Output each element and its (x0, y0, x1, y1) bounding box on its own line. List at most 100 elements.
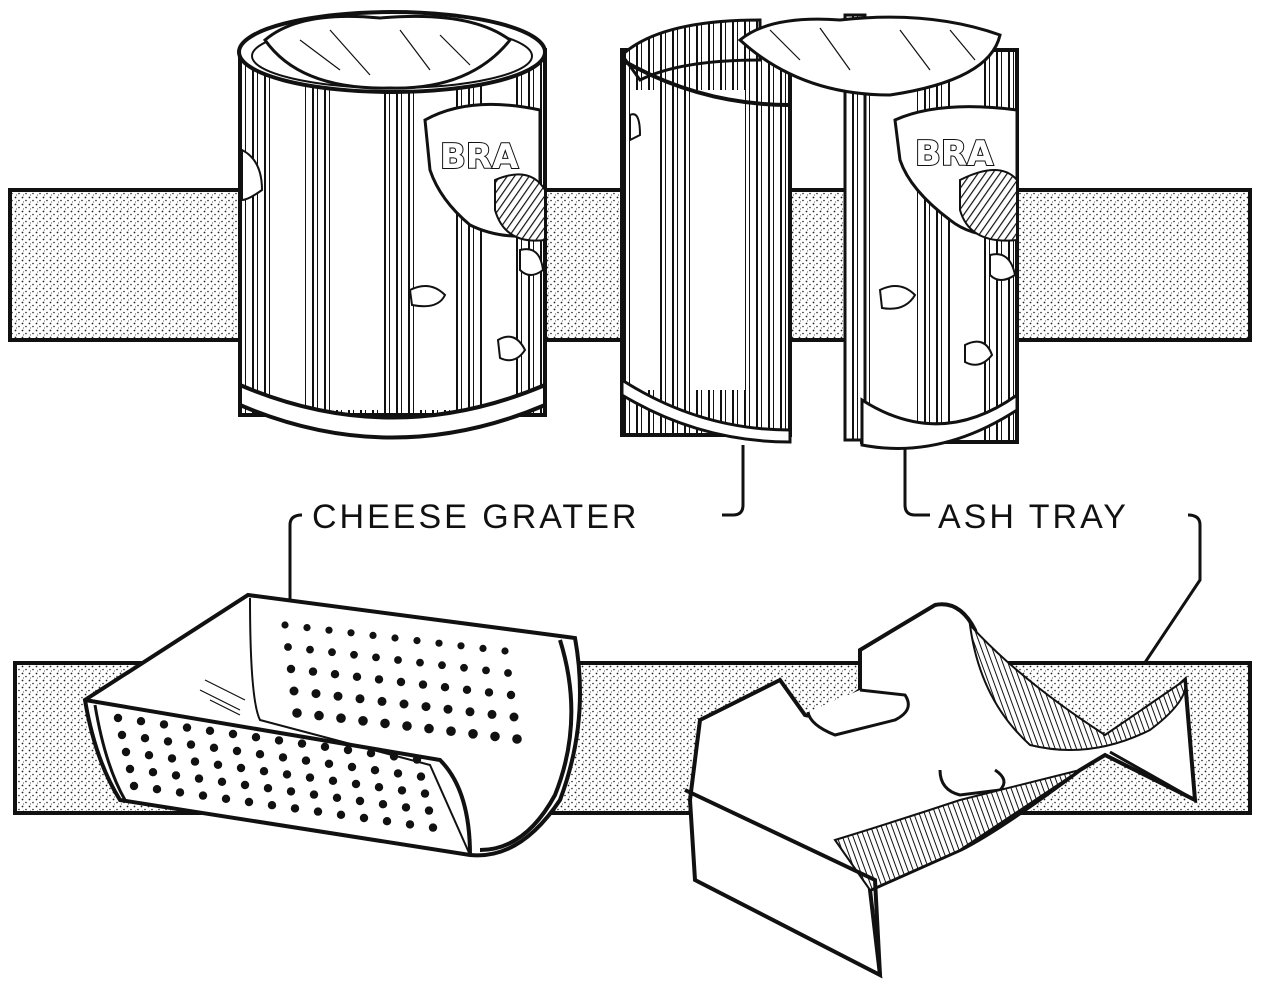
grater-hole (468, 729, 478, 739)
grater-hole (336, 713, 346, 723)
grater-hole (186, 740, 196, 749)
grater-hole (311, 689, 321, 699)
grater-hole (487, 709, 497, 719)
grater-hole (399, 699, 409, 709)
cut-can-right-half: BRA (737, 13, 1019, 450)
grater-hole (121, 747, 131, 757)
grater-hole (446, 726, 456, 736)
grater-hole (396, 677, 406, 687)
grater-hole (343, 745, 353, 755)
grater-hole (290, 804, 300, 813)
grater-hole (159, 720, 169, 729)
can-label-text-2: BRA (915, 134, 994, 174)
grater-hole (278, 753, 288, 762)
grater-hole (320, 742, 330, 751)
grater-hole (413, 637, 421, 645)
grater-hole (308, 667, 318, 676)
grater-hole (412, 755, 422, 764)
grater-hole (140, 734, 150, 743)
grater-hole (389, 752, 399, 761)
grater-hole (336, 810, 346, 819)
grater-hole (418, 680, 428, 689)
grater-hole (479, 644, 487, 653)
grater-hole (292, 708, 302, 718)
cheese-grater-label: CHEESE GRATER (312, 498, 639, 536)
grater-hole (198, 791, 208, 800)
grater-hole (136, 717, 146, 726)
grater-hole (171, 771, 181, 780)
grater-hole (366, 749, 376, 758)
grater-hole (251, 733, 261, 742)
grater-hole (424, 723, 434, 734)
grater-hole (325, 626, 333, 634)
grater-hole (194, 774, 204, 783)
grater-hole (490, 731, 500, 742)
grater-hole (380, 718, 390, 729)
grater-hole (416, 772, 426, 781)
grater-hole (462, 685, 472, 694)
grater-hole (352, 672, 362, 681)
grater-hole (351, 779, 361, 789)
whole-can: BRA (237, 10, 547, 440)
grater-hole (332, 793, 342, 802)
grater-hole (113, 713, 123, 723)
grater-hole (328, 648, 336, 657)
grater-hole (305, 773, 315, 782)
can-label-text: BRA (440, 137, 519, 177)
grater-hole (378, 800, 388, 809)
grater-hole (443, 704, 453, 714)
grater-hole (484, 688, 494, 697)
grater-hole (148, 768, 158, 777)
grater-hole (129, 781, 139, 791)
grater-hole (509, 712, 519, 722)
grater-hole (209, 743, 219, 752)
grater-hole (289, 686, 299, 696)
grater-hole (428, 823, 438, 832)
grater-hole (163, 737, 173, 746)
grater-hole (512, 734, 522, 744)
grater-hole (314, 710, 324, 721)
grater-hole (416, 658, 424, 667)
grater-hole (355, 796, 365, 806)
grater-hole (306, 645, 314, 654)
grater-hole (236, 763, 246, 773)
grater-hole (358, 716, 368, 726)
grater-hole (393, 769, 403, 778)
grater-hole (255, 750, 265, 759)
cut-can-left-half (620, 18, 792, 444)
grater-hole (303, 624, 311, 632)
grater-hole (175, 788, 185, 797)
grater-hole (359, 813, 369, 823)
grater-hole (350, 650, 358, 659)
grater-hole (182, 723, 192, 732)
grater-hole (391, 634, 399, 642)
grater-hole (267, 801, 277, 810)
cheese-grater (82, 592, 582, 858)
grater-hole (309, 790, 319, 799)
grater-hole (402, 721, 412, 731)
grater-hole (281, 621, 289, 629)
grater-hole (374, 783, 384, 792)
grater-hole (401, 803, 411, 812)
grater-hole (240, 780, 250, 790)
grater-hole (370, 766, 380, 775)
grater-hole (228, 729, 238, 739)
grater-hole (424, 806, 434, 815)
grater-hole (372, 653, 380, 662)
grater-hole (397, 786, 407, 795)
grater-hole (190, 757, 200, 766)
grater-hole (167, 754, 177, 763)
grater-hole (286, 787, 296, 796)
grater-hole (347, 762, 357, 772)
grater-hole (313, 807, 323, 816)
grater-hole (347, 629, 355, 637)
grater-hole (504, 669, 512, 677)
grater-hole (221, 794, 231, 803)
grater-hole (259, 767, 269, 776)
grater-hole (333, 691, 343, 701)
grater-hole (506, 690, 516, 700)
grater-hole (284, 643, 292, 651)
grater-hole (286, 664, 296, 674)
grater-hole (297, 739, 307, 748)
